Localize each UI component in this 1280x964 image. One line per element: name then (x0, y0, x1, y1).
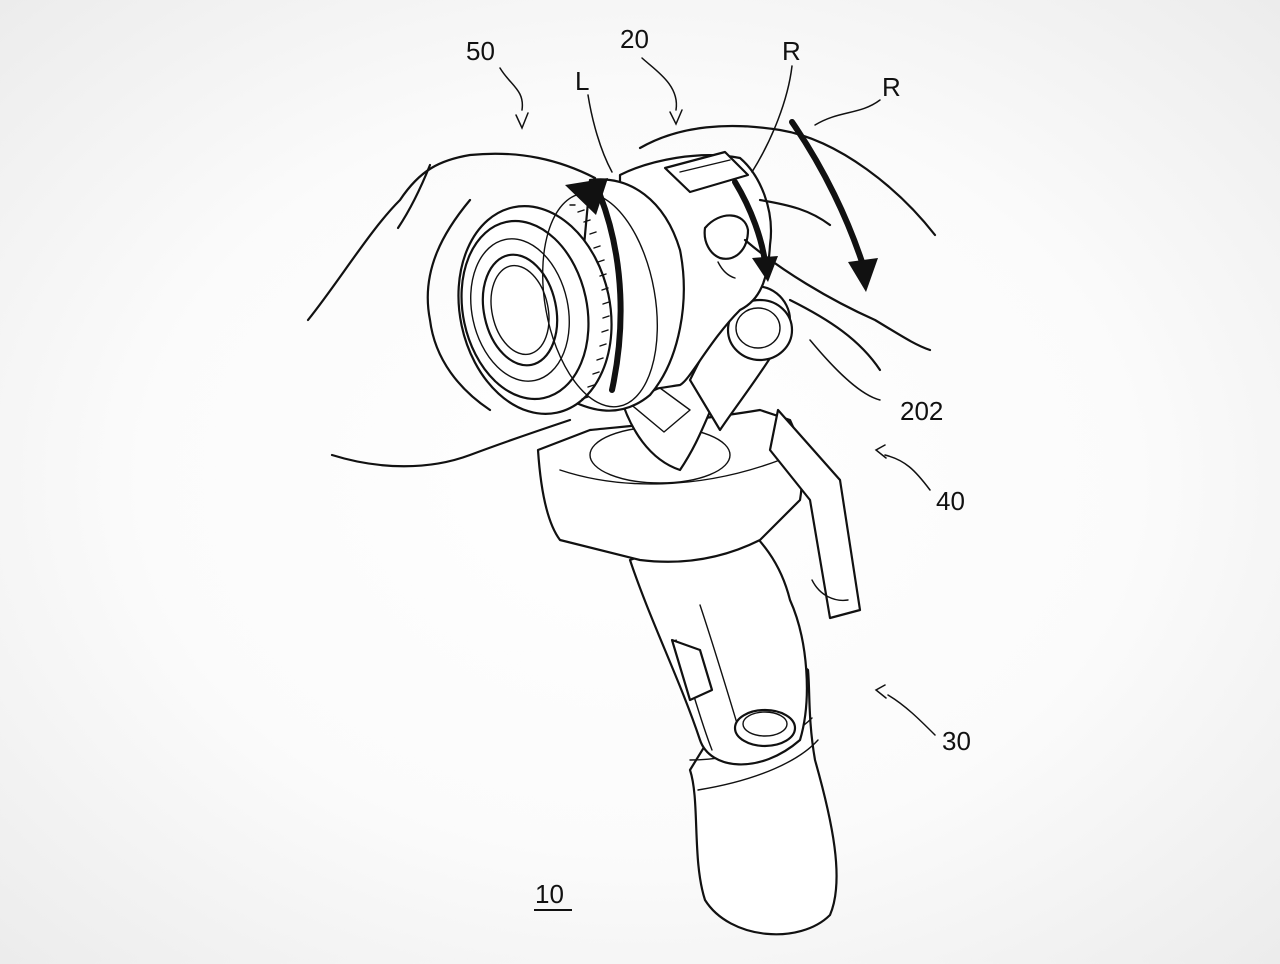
ref-label-20: 20 (620, 24, 649, 54)
ref-label-202: 202 (900, 396, 943, 426)
ref-label-R-outer: R (882, 72, 901, 102)
left-hand (306, 152, 597, 468)
ref-label-50: 50 (466, 36, 495, 66)
ref-label-40: 40 (936, 486, 965, 516)
rotation-arrow-outer (789, 119, 878, 292)
ref-label-30: 30 (942, 726, 971, 756)
gimbal-arm (688, 285, 794, 432)
rotation-arrow-inner (732, 179, 778, 282)
rotation-arrow-lens (565, 178, 624, 393)
leader-lines (499, 57, 936, 736)
figure-number: 10 (535, 879, 564, 909)
camera-lens (457, 178, 685, 415)
ref-label-L: L (575, 66, 589, 96)
grip-handle (628, 518, 838, 936)
ref-label-R-inner: R (782, 36, 801, 66)
